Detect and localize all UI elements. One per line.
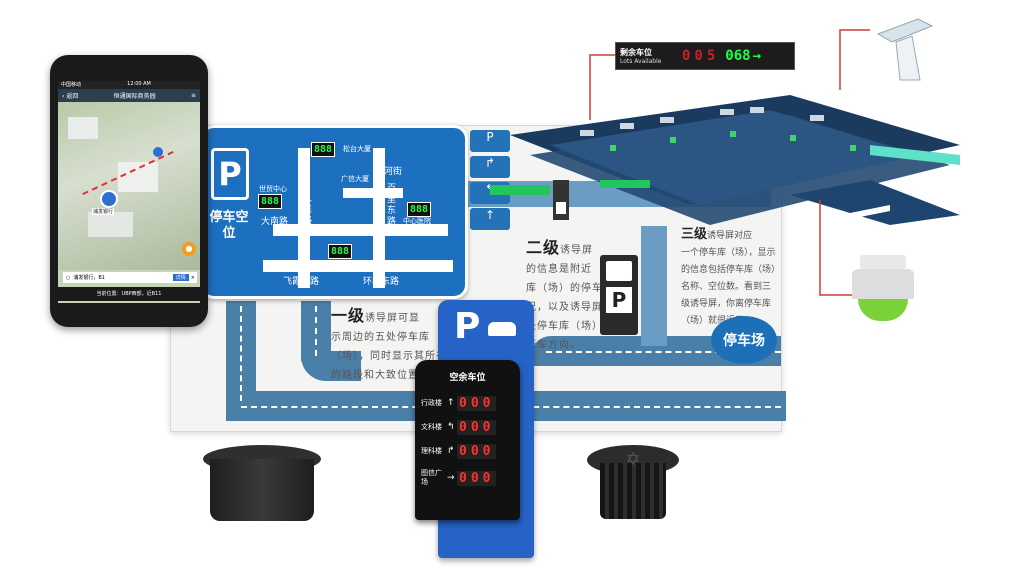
close-icon[interactable]: × bbox=[190, 274, 195, 281]
level3-title: 三级 bbox=[681, 227, 708, 242]
arrow-right-icon: ↱ bbox=[447, 446, 455, 456]
led-display: 888 bbox=[328, 244, 353, 259]
parking-p-icon: P bbox=[211, 148, 249, 200]
menu-icon[interactable]: ≡ bbox=[190, 92, 196, 99]
location-footer: 当前位置：UBP西部，近B11 bbox=[58, 287, 200, 301]
walk-icon[interactable]: ● bbox=[182, 242, 196, 256]
level2-description: 二级诱导屏 的信息是附近 库（场）的停车 况，以及诱导屏 处停车库（场） 行车方… bbox=[526, 238, 603, 351]
arrow-left-icon: ↰ bbox=[447, 422, 455, 432]
arrow-right-icon: → bbox=[447, 473, 455, 483]
poi-label: 浦发银行 bbox=[92, 208, 115, 215]
place-label: 环城东路 bbox=[363, 277, 400, 287]
sign-title: 停车空位 bbox=[209, 210, 249, 241]
lots-label-en: Lots Available bbox=[620, 58, 662, 65]
parking-p-icon: P bbox=[454, 306, 481, 347]
place-label: 松台大厦 bbox=[343, 145, 371, 153]
level1-map-sign: P 停车空位 888 888 888 888 世贸中心 大南路 人民路 飞霞北路… bbox=[200, 125, 468, 299]
destination-pin-icon bbox=[153, 147, 163, 157]
place-label: 中心医院 bbox=[403, 217, 431, 225]
totem-title: 空余车位 bbox=[449, 373, 486, 383]
place-label: 人民路 bbox=[303, 194, 313, 226]
totem-row: 图信广场 → 000 bbox=[421, 469, 497, 486]
place-label: 百里东路 bbox=[387, 184, 397, 227]
level2-pole-sign bbox=[553, 180, 569, 220]
place-label: 广信大厦 bbox=[341, 175, 369, 183]
app-title: 恒通国际商务园 bbox=[113, 93, 156, 100]
totem-row: 文科楼 ↰ 000 bbox=[421, 419, 497, 435]
app-header: ‹ 返回 恒通国际商务园 ≡ bbox=[58, 89, 200, 102]
parking-lot-badge: 停车场 bbox=[711, 316, 777, 364]
arrow-up-icon: ↑ bbox=[470, 208, 510, 230]
lots-available-display: 剩余车位 Lots Available 005 068 → bbox=[615, 42, 795, 70]
search-icon: ○ bbox=[66, 274, 71, 281]
totem-row: 理科楼 ↱ 000 bbox=[421, 443, 497, 459]
totem-row: 行政楼 ↑ 000 bbox=[421, 395, 497, 411]
location-pin-icon bbox=[100, 190, 118, 208]
parking-garage-3d bbox=[490, 85, 970, 235]
place-label: 大南路 bbox=[261, 217, 289, 227]
detail-button[interactable]: 详情 bbox=[172, 274, 189, 281]
place-label: 信河街 bbox=[375, 167, 403, 177]
place-label: 飞霞北路 bbox=[283, 277, 320, 287]
led-display: 888 bbox=[311, 142, 336, 157]
level1-title: 一级 bbox=[331, 306, 366, 325]
lots-label-cn: 剩余车位 bbox=[620, 48, 652, 57]
level1-description: 一级诱导屏可显 示周边的五处停车库 （场），同时显示其所在 的路段和大致位置。 bbox=[331, 306, 447, 381]
car-icon bbox=[488, 322, 516, 336]
level3-p-sign: P bbox=[600, 255, 638, 335]
arrow-up-icon: ↑ bbox=[447, 398, 455, 408]
lots-value-2: 068 bbox=[725, 48, 751, 64]
arrow-right-icon: ↱ bbox=[470, 156, 510, 178]
search-bar[interactable]: ○ 浦发银行，B1 详情 × bbox=[62, 271, 198, 284]
arrow-up-icon: P bbox=[470, 130, 510, 152]
led-display: 888 bbox=[407, 202, 432, 217]
ground-sensor-right: ✡ bbox=[587, 445, 679, 535]
road-inner-bend bbox=[301, 351, 361, 381]
led-display: 888 bbox=[258, 194, 283, 209]
road-right-vertical bbox=[641, 226, 667, 346]
totem-rows: 行政楼 ↑ 000 文科楼 ↰ 000 理科楼 ↱ 000 图信广场 → 000 bbox=[415, 391, 520, 493]
level2-title: 二级 bbox=[526, 238, 561, 257]
totem-display: 空余车位 行政楼 ↑ 000 文科楼 ↰ 000 理科楼 ↱ 000 图信广场 … bbox=[415, 360, 520, 520]
query-kiosk bbox=[868, 14, 938, 84]
back-button[interactable]: ‹ 返回 bbox=[62, 93, 79, 100]
lots-value-1: 005 bbox=[682, 48, 720, 64]
map-view[interactable]: 浦发银行 ● bbox=[58, 102, 200, 270]
car-icon bbox=[606, 261, 632, 281]
search-input[interactable]: 浦发银行，B1 bbox=[73, 275, 105, 281]
ground-sensor-left bbox=[203, 445, 321, 535]
level3-description: 三级诱导屏对应 一个停车库（场），显示 的信息包括停车库（场） 名称、空位数。看… bbox=[681, 227, 781, 326]
place-label: 世贸中心 bbox=[259, 185, 287, 193]
parking-p-icon: P bbox=[606, 287, 632, 313]
camera-detector bbox=[852, 255, 914, 325]
arrow-right-icon: → bbox=[752, 48, 762, 64]
